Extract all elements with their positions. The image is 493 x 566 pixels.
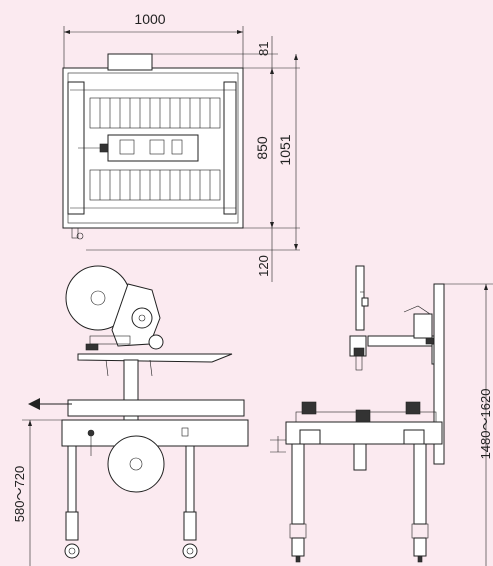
front-upper-table — [77, 353, 233, 363]
top-rollers — [78, 97, 221, 201]
side-view: 1480～1620 — [270, 265, 493, 566]
dim-bottom-offset: 120 — [256, 255, 271, 277]
top-tape-head — [107, 53, 153, 71]
flow-arrow-icon — [28, 398, 72, 410]
dim-overall-height: 1480～1620 — [478, 389, 493, 460]
side-column — [433, 283, 445, 465]
top-view: 1000 81 85 — [62, 11, 300, 282]
dim-overall-depth: 1051 — [277, 134, 293, 165]
dim-top-width: 1000 — [134, 11, 165, 27]
dim-table-height: 580～720 — [12, 466, 27, 522]
dim-top-offset: 81 — [256, 42, 271, 56]
dim-inner-depth: 850 — [254, 136, 270, 160]
front-view: 580～720 — [12, 265, 249, 566]
